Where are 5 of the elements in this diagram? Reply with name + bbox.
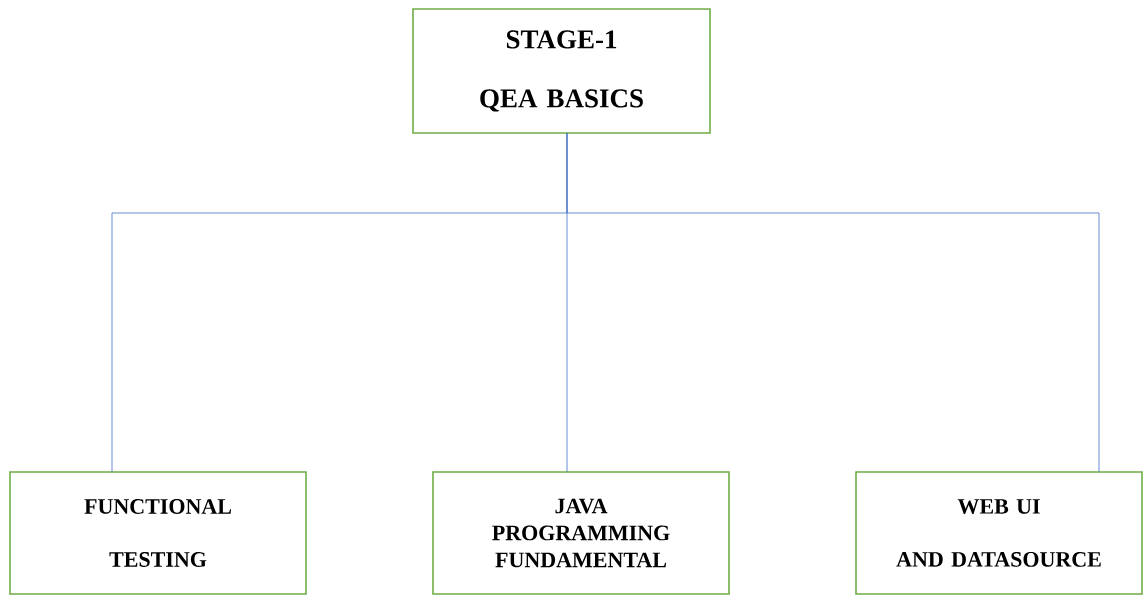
text-box: STAGE-1 QEA BASICS xyxy=(412,8,711,134)
connector-line xyxy=(566,132,1100,473)
text-box: JAVA PROGRAMMING FUNDAMENTAL xyxy=(432,471,730,595)
text-box: WEB UI AND DATASOURCE xyxy=(855,471,1143,595)
text-box: FUNCTIONAL TESTING xyxy=(9,471,307,595)
